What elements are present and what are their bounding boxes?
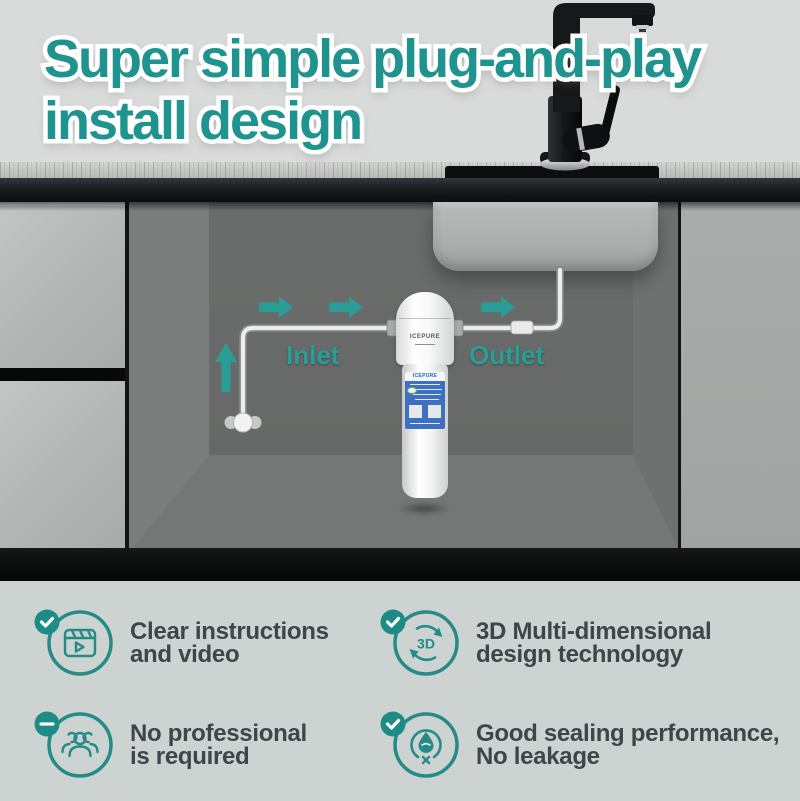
clapperboard-video-icon xyxy=(47,610,113,676)
faucet-lever xyxy=(600,85,620,139)
water-drop-seal-icon xyxy=(393,712,459,778)
feature-line: 3D Multi-dimensional xyxy=(476,618,712,645)
feature-line: is required xyxy=(130,743,250,770)
cabinet-drawer-top xyxy=(0,206,125,368)
cabinet-door-right xyxy=(681,202,800,548)
feature-text: 3D Multi-dimensional design technology xyxy=(476,618,712,668)
faucet-spout xyxy=(632,15,653,26)
feature-text: No professional is required xyxy=(130,720,307,770)
faucet-arm xyxy=(553,3,655,112)
water-filter-head: ICEPURE xyxy=(396,292,454,365)
feature-line: design technology xyxy=(476,641,683,668)
filter-label: ICEPURE xyxy=(405,372,445,429)
cabinet-edge-left xyxy=(125,202,129,548)
check-badge-icon xyxy=(380,711,406,737)
faucet-handle-joint xyxy=(562,123,610,153)
label-text-line xyxy=(415,399,439,400)
filter-fineprint xyxy=(415,344,435,345)
feature-text: Clear instructions and video xyxy=(130,618,329,668)
drawer-gap xyxy=(0,368,125,381)
certification-oval xyxy=(407,387,417,394)
3d-icon-text: 3D xyxy=(417,636,435,652)
qr-code xyxy=(409,405,422,418)
countertop-front-edge xyxy=(0,178,800,202)
cabinet-drawer-bottom xyxy=(0,381,125,548)
countertop-shadow xyxy=(0,202,800,211)
feature-item: Clear instructions and video xyxy=(34,609,329,676)
qr-code xyxy=(428,405,441,418)
minus-badge-icon xyxy=(34,711,60,737)
kitchen-faucet xyxy=(540,3,655,171)
feature-line: Clear instructions xyxy=(130,618,329,645)
outlet-label: Outlet xyxy=(469,340,545,370)
sink-basin xyxy=(433,202,658,271)
faucet-chrome-band xyxy=(576,127,585,151)
label-text-line xyxy=(413,394,441,395)
feature-line: No leakage xyxy=(476,743,600,770)
headline-line2-outline: install design xyxy=(39,90,367,153)
feature-line: No professional xyxy=(130,720,307,747)
feature-item: No professional is required xyxy=(34,711,307,778)
features-section: Clear instructions and video 3D xyxy=(0,581,800,801)
headline-line1: Super simple plug-and-play Super simple … xyxy=(39,28,706,91)
feature-icon-wrap xyxy=(380,711,459,778)
feature-item: Good sealing performance, No leakage xyxy=(380,711,780,778)
sink-rim xyxy=(445,166,659,181)
filter-seam xyxy=(399,318,451,319)
feature-item: 3D 3D Multi-dimensional design technolog… xyxy=(380,609,712,676)
headline-line2-fill: install design xyxy=(44,91,363,151)
faucet-aerator-tip xyxy=(639,29,646,32)
check-badge-icon xyxy=(34,609,60,635)
feature-icon-wrap xyxy=(34,609,113,676)
feature-text: Good sealing performance, No leakage xyxy=(476,720,780,770)
filter-brand-text: ICEPURE xyxy=(409,334,441,340)
feature-line: Good sealing performance, xyxy=(476,720,780,747)
check-badge-icon xyxy=(380,609,406,635)
toe-kick xyxy=(0,548,800,581)
feature-icon-wrap: 3D xyxy=(380,609,459,676)
countertop-surface xyxy=(0,162,800,178)
feature-icon-wrap xyxy=(34,711,113,778)
headline-line2: install design install design xyxy=(39,90,367,153)
inlet-label: Inlet xyxy=(286,340,340,370)
label-text-line xyxy=(410,423,440,424)
label-text-line xyxy=(416,389,442,390)
people-group-icon xyxy=(47,712,113,778)
feature-line: and video xyxy=(130,641,240,668)
headline-line1-outline: Super simple plug-and-play xyxy=(39,28,706,91)
filter-shadow xyxy=(397,502,451,515)
label-text-line xyxy=(410,384,440,385)
headline-line1-fill: Super simple plug-and-play xyxy=(44,29,702,89)
filter-label-brand-text: ICEPURE xyxy=(405,372,445,381)
cabinet-edge-right xyxy=(678,202,681,548)
3d-rotate-icon: 3D xyxy=(393,610,459,676)
faucet-aerator xyxy=(636,25,649,29)
